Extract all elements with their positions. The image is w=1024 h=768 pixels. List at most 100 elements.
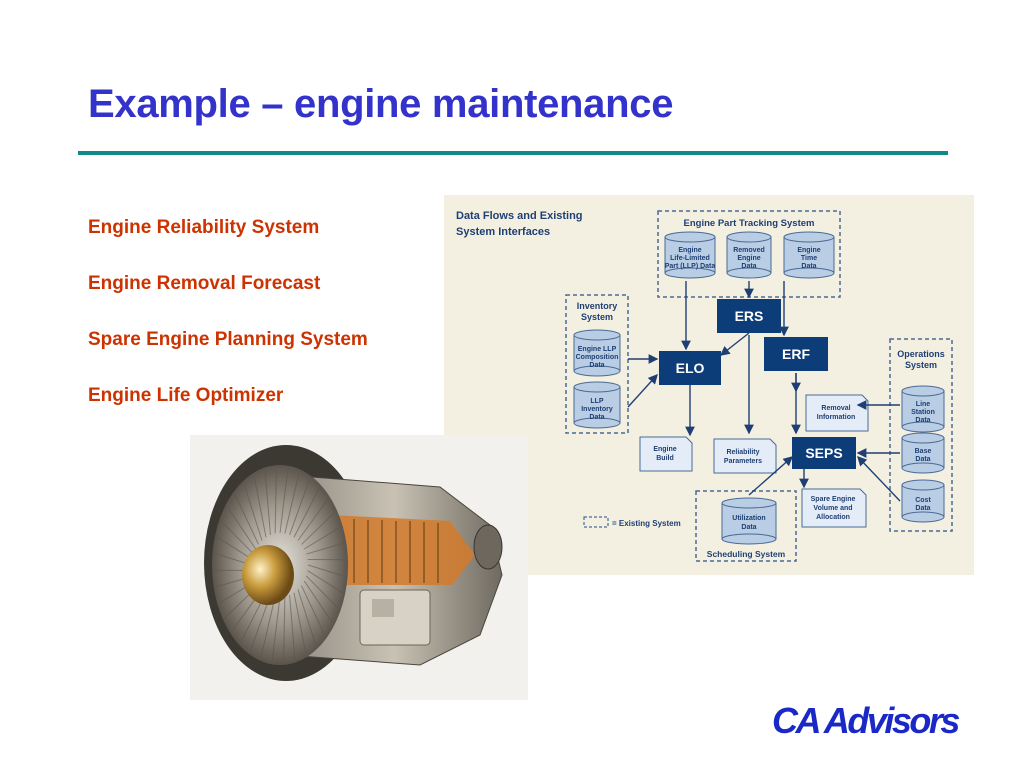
slide-title: Example – engine maintenance	[88, 82, 674, 126]
reliability-params-label: Reliability	[726, 449, 759, 456]
fan-blade-line	[271, 596, 281, 662]
fan-blade-line	[300, 585, 326, 637]
diagram-heading-line2: System Interfaces	[456, 226, 550, 238]
brand-logo: CA Advisors	[772, 700, 960, 741]
llp-composition-cylinder	[573, 329, 621, 377]
jet-engine-illustration	[190, 435, 528, 700]
spare-engine-label: Volume and	[813, 505, 852, 512]
compressor-stages	[339, 519, 439, 583]
fan-blade-line	[216, 536, 253, 560]
bullet-item: Engine Removal Forecast	[88, 273, 321, 294]
engine-time-data-cylinder	[783, 231, 835, 279]
bullet-list: Engine Reliability System Engine Removal…	[88, 216, 368, 440]
fan-blade-line	[303, 526, 341, 550]
engine-build-label: Build	[656, 455, 674, 462]
base-data-label: Data	[915, 456, 930, 463]
removal-info-doc	[805, 394, 869, 432]
engine-build-label: Engine	[653, 446, 676, 453]
fan-blade-line	[264, 470, 271, 535]
inventory-label: System	[581, 312, 613, 322]
llp-data-label: Part (LLP) Data	[665, 263, 716, 270]
removed-engine-label: Engine	[737, 255, 760, 262]
removed-engine-label: Removed	[733, 247, 765, 254]
fan-blade-line	[307, 564, 346, 578]
llp-inventory-cylinder	[573, 381, 621, 429]
seps-box	[792, 437, 856, 469]
flow-arrows	[627, 281, 901, 502]
fan-blade-line	[297, 498, 329, 541]
fan-blade-line	[253, 475, 267, 538]
fan-blade-line	[301, 511, 336, 545]
bullet-item: Spare Engine Planning System	[88, 329, 368, 350]
line-station-cylinder	[901, 385, 945, 433]
elo-label: ELO	[676, 360, 705, 376]
operations-system-group	[889, 338, 953, 532]
inventory-label: Inventory	[577, 301, 618, 311]
utilization-label: Utilization	[732, 515, 765, 522]
base-data-cylinder	[901, 432, 945, 474]
removal-info-label: Information	[817, 414, 856, 421]
elo-box	[659, 351, 721, 385]
legend-swatch	[583, 516, 609, 528]
fan-blade-line	[303, 580, 334, 624]
spare-engine-label: Allocation	[816, 514, 850, 521]
accessory-gearbox	[359, 589, 431, 646]
spare-engine-label: Spare Engine	[811, 496, 856, 503]
cost-data-cylinder	[901, 479, 945, 523]
operations-label: Operations	[897, 349, 945, 359]
fan-blade-line	[297, 589, 317, 647]
inventory-system-group	[565, 294, 629, 434]
llp-composition-label: Data	[589, 362, 604, 369]
engine-time-label: Engine	[797, 247, 820, 254]
bullet-item: Engine Reliability System	[88, 217, 320, 238]
fan-blade-line	[220, 520, 255, 555]
removal-info-label: Removal	[821, 405, 850, 412]
data-flow-diagram: Data Flows and Existing System Interface…	[444, 195, 974, 575]
llp-data-cylinder	[664, 231, 716, 279]
cost-data-label: Data	[915, 505, 930, 512]
erf-box	[764, 337, 828, 371]
spinner-cone	[242, 545, 294, 605]
gearbox-detail	[372, 599, 394, 617]
line-station-label: Data	[915, 417, 930, 424]
reliability-params-doc	[713, 438, 777, 474]
llp-composition-label: Engine LLP	[578, 346, 617, 353]
fan-blade-line	[289, 478, 311, 536]
engine-time-label: Time	[801, 255, 817, 262]
spare-engine-doc	[801, 488, 867, 528]
engine-build-doc	[639, 436, 693, 472]
fan-blade-line	[284, 472, 300, 534]
llp-inventory-label: LLP	[590, 398, 604, 405]
diagram-heading-line1: Data Flows and Existing	[456, 210, 583, 222]
exhaust-nozzle	[473, 524, 503, 570]
reliability-params-label: Parameters	[724, 458, 762, 465]
line-station-label: Station	[911, 409, 935, 416]
llp-inventory-label: Data	[589, 414, 604, 421]
fan-blade-line	[279, 468, 289, 534]
part-tracking-label: Engine Part Tracking System	[684, 218, 815, 229]
scheduling-label: Scheduling System	[707, 549, 786, 559]
combustor-cutaway	[330, 515, 475, 585]
bullet-item: Engine Life Optimizer	[88, 385, 284, 406]
fan-blade-line	[283, 596, 286, 662]
fan-blade-line	[306, 542, 345, 555]
legend-label: = Existing System	[612, 519, 681, 528]
fan-blade-line	[260, 596, 276, 658]
fan-blade-line	[293, 592, 307, 655]
base-data-label: Base	[915, 448, 932, 455]
operations-label: System	[905, 360, 937, 370]
fan-blade-line	[289, 595, 296, 660]
fan-blade-line	[234, 493, 260, 545]
cost-data-label: Cost	[915, 497, 931, 504]
llp-data-label: Engine	[678, 247, 701, 254]
ers-box	[717, 299, 781, 333]
removed-engine-label: Data	[741, 263, 756, 270]
llp-data-label: Life-Limited	[670, 255, 710, 262]
utilization-label: Data	[741, 524, 756, 531]
fan-blade-line	[307, 570, 344, 594]
removed-engine-data-cylinder	[726, 231, 772, 279]
fan-blade-line	[243, 483, 263, 541]
scheduling-system-group	[695, 490, 797, 562]
title-divider	[78, 151, 948, 155]
engine-time-label: Data	[801, 263, 816, 270]
